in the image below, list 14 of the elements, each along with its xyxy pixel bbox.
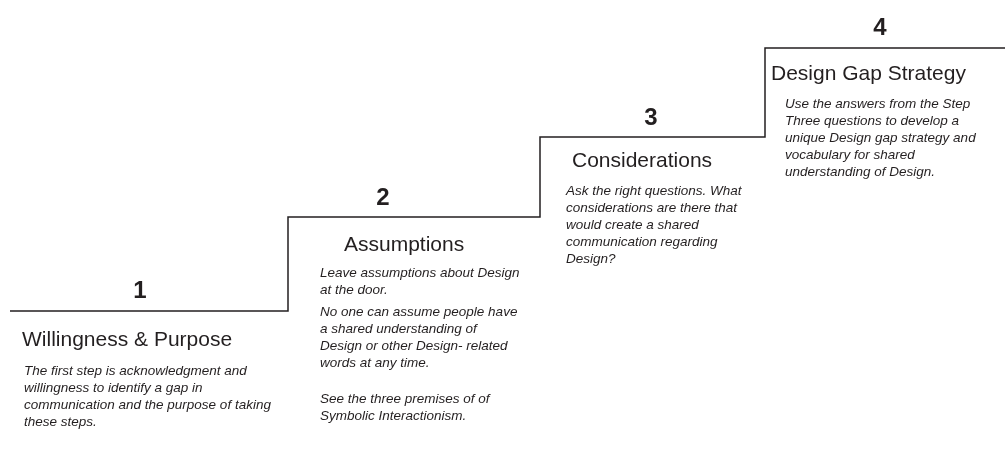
step-number: 3 xyxy=(643,103,659,132)
step-description: No one can assume people have a shared understanding of Design or other Design- related words at any time. xyxy=(320,303,519,371)
step-number: 1 xyxy=(132,276,148,305)
step-title: Willingness & Purpose xyxy=(22,326,233,352)
step-number: 2 xyxy=(375,183,391,212)
step-description: The first step is acknowledgment and willingness to identify a gap in communication and the purpose of taking these steps. xyxy=(24,362,272,430)
step-title: Design Gap Strategy xyxy=(771,60,966,86)
step-number: 4 xyxy=(872,13,888,42)
step-description: Use the answers from the Step Three questions to develop a unique Design gap strategy and vocabulary for shared understanding of Design. xyxy=(785,95,977,180)
step-title: Assumptions xyxy=(344,231,465,257)
step-description: Leave assumptions about Design at the door. xyxy=(320,264,520,298)
step-description: See the three premises of of Symbolic Interactionism. xyxy=(320,390,492,424)
step-description: Ask the right questions. What considerations are there that would create a shared communication regarding Design? xyxy=(566,182,743,267)
step-title: Considerations xyxy=(572,147,713,173)
